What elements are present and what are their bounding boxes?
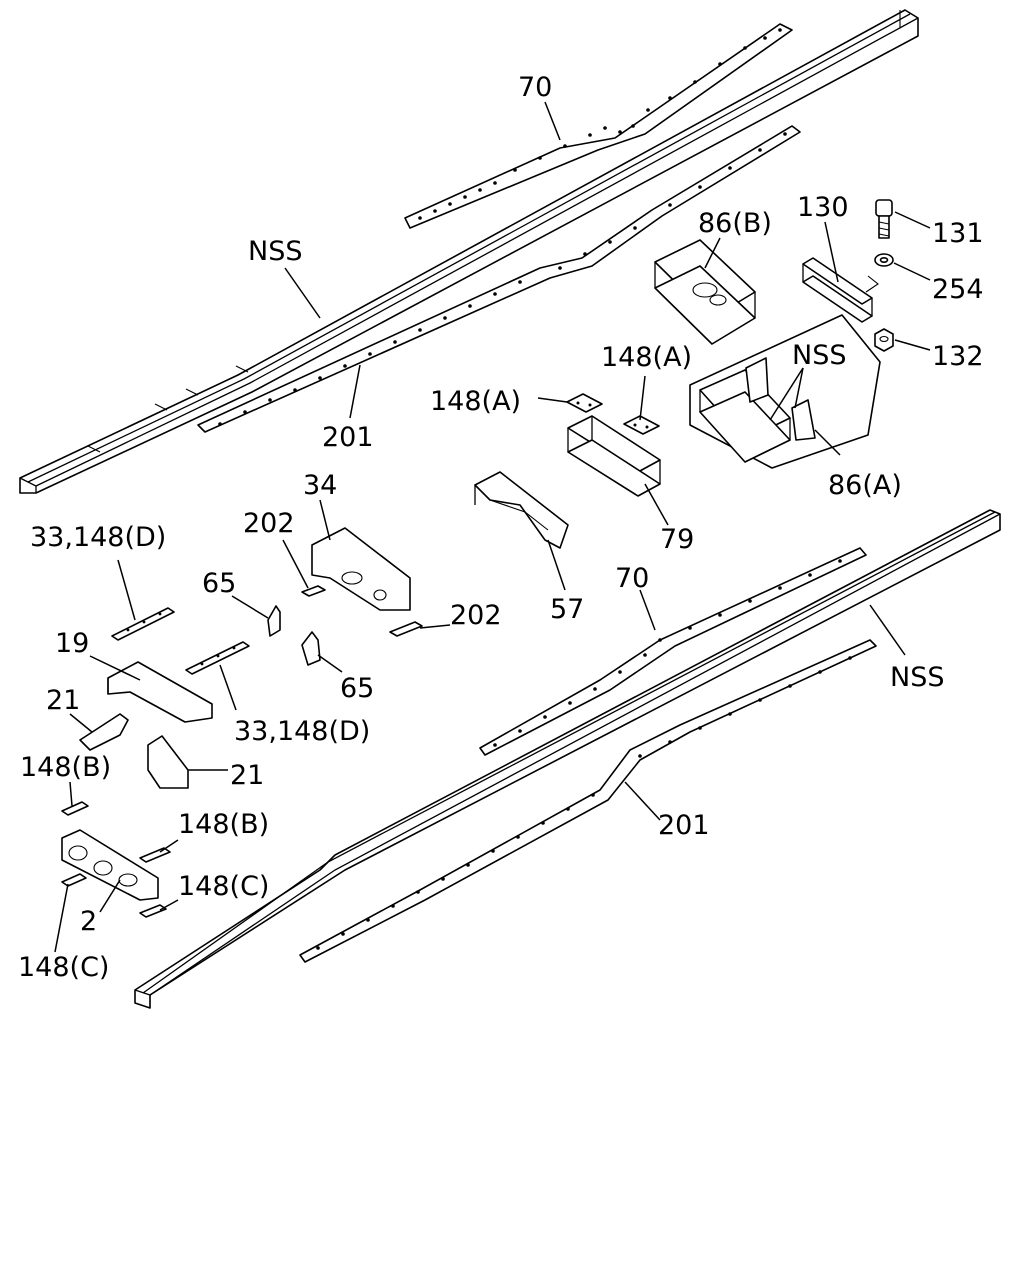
washer-254 xyxy=(874,253,894,267)
callout-33-148d-middle: 33,148(D) xyxy=(234,716,370,747)
callout-86b: 86(B) xyxy=(698,208,772,239)
callout-33-148d-upper: 33,148(D) xyxy=(30,522,166,553)
crossmember-bracket-86b xyxy=(654,239,756,345)
callout-21-lower: 21 xyxy=(230,760,264,791)
callout-202-right: 202 xyxy=(450,600,502,631)
plates-148b-148c xyxy=(61,801,171,918)
callout-70-lower: 70 xyxy=(615,563,649,594)
callout-2: 2 xyxy=(80,906,97,937)
reinforcement-plate-70-upper xyxy=(404,23,793,229)
crossmember-2 xyxy=(61,829,159,901)
callout-65-upper: 65 xyxy=(202,568,236,599)
callout-132: 132 xyxy=(932,341,984,372)
callout-labels: 70 NSS 201 86(B) 130 131 254 132 NSS 86(… xyxy=(18,72,984,983)
leader-lines xyxy=(54,101,931,953)
callout-131: 131 xyxy=(932,218,984,249)
inner-rail-201-lower xyxy=(299,639,877,963)
plates-33-148d xyxy=(111,607,250,675)
plate-70-holes xyxy=(418,28,782,220)
reinforcement-plate-70-lower xyxy=(479,547,867,756)
callout-34: 34 xyxy=(303,470,337,501)
crossmember-34 xyxy=(311,527,411,611)
nut-132 xyxy=(874,328,894,352)
bolt-131 xyxy=(875,199,893,239)
callout-148b-right: 148(B) xyxy=(178,809,269,840)
callout-148b-left: 148(B) xyxy=(20,752,111,783)
callout-148c-right: 148(C) xyxy=(178,871,269,902)
callout-201-lower: 201 xyxy=(658,810,710,841)
spacer-plates-148a xyxy=(566,393,660,435)
bracket-assembly-box-86a xyxy=(689,314,881,469)
brackets-65 xyxy=(267,605,321,666)
callout-57: 57 xyxy=(550,594,584,625)
callout-65-lower: 65 xyxy=(340,673,374,704)
callout-148a-left: 148(A) xyxy=(430,386,521,417)
callout-254: 254 xyxy=(932,274,984,305)
callout-148c-bottom: 148(C) xyxy=(18,952,109,983)
upper-frame-rail xyxy=(19,9,919,494)
callout-79: 79 xyxy=(660,524,694,555)
crossmember-79 xyxy=(567,415,661,497)
callout-nss-box: NSS xyxy=(792,340,846,371)
lower-frame-rail xyxy=(134,509,1001,1009)
callout-21-upper: 21 xyxy=(46,685,80,716)
callout-130: 130 xyxy=(797,192,849,223)
callout-86a: 86(A) xyxy=(828,470,902,501)
brackets-21 xyxy=(79,713,189,789)
callout-201-upper: 201 xyxy=(322,422,374,453)
crossmember-57 xyxy=(474,471,569,549)
plate-130 xyxy=(802,257,879,323)
callout-70-upper: 70 xyxy=(518,72,552,103)
callout-nss-right: NSS xyxy=(890,662,944,693)
inner-rail-201-upper xyxy=(197,125,801,433)
shims-202 xyxy=(301,585,423,637)
callout-202-upper: 202 xyxy=(243,508,295,539)
callout-19: 19 xyxy=(55,628,89,659)
callout-148a-right: 148(A) xyxy=(601,342,692,373)
callout-nss-upper: NSS xyxy=(248,236,302,267)
